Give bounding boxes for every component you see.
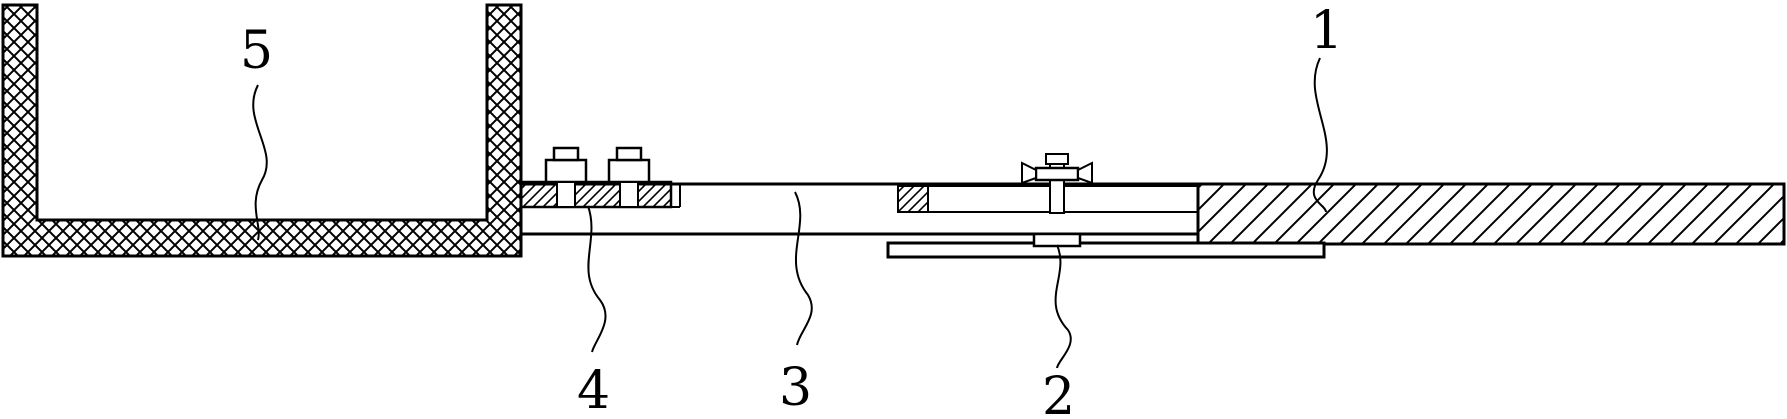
label-part-5: 5 bbox=[240, 21, 273, 81]
wing-bolt bbox=[1021, 153, 1093, 248]
inner-hatched-block bbox=[897, 185, 1199, 213]
base-plate bbox=[886, 241, 1326, 259]
bolt-clamp bbox=[519, 146, 673, 209]
u-trough bbox=[1, 3, 523, 258]
hatched-bar bbox=[1196, 182, 1786, 246]
label-part-1: 1 bbox=[1310, 1, 1343, 61]
label-part-4: 4 bbox=[577, 361, 610, 419]
label-part-3: 3 bbox=[779, 358, 812, 418]
leader-lines bbox=[252, 57, 1328, 369]
label-part-2: 2 bbox=[1042, 367, 1075, 419]
